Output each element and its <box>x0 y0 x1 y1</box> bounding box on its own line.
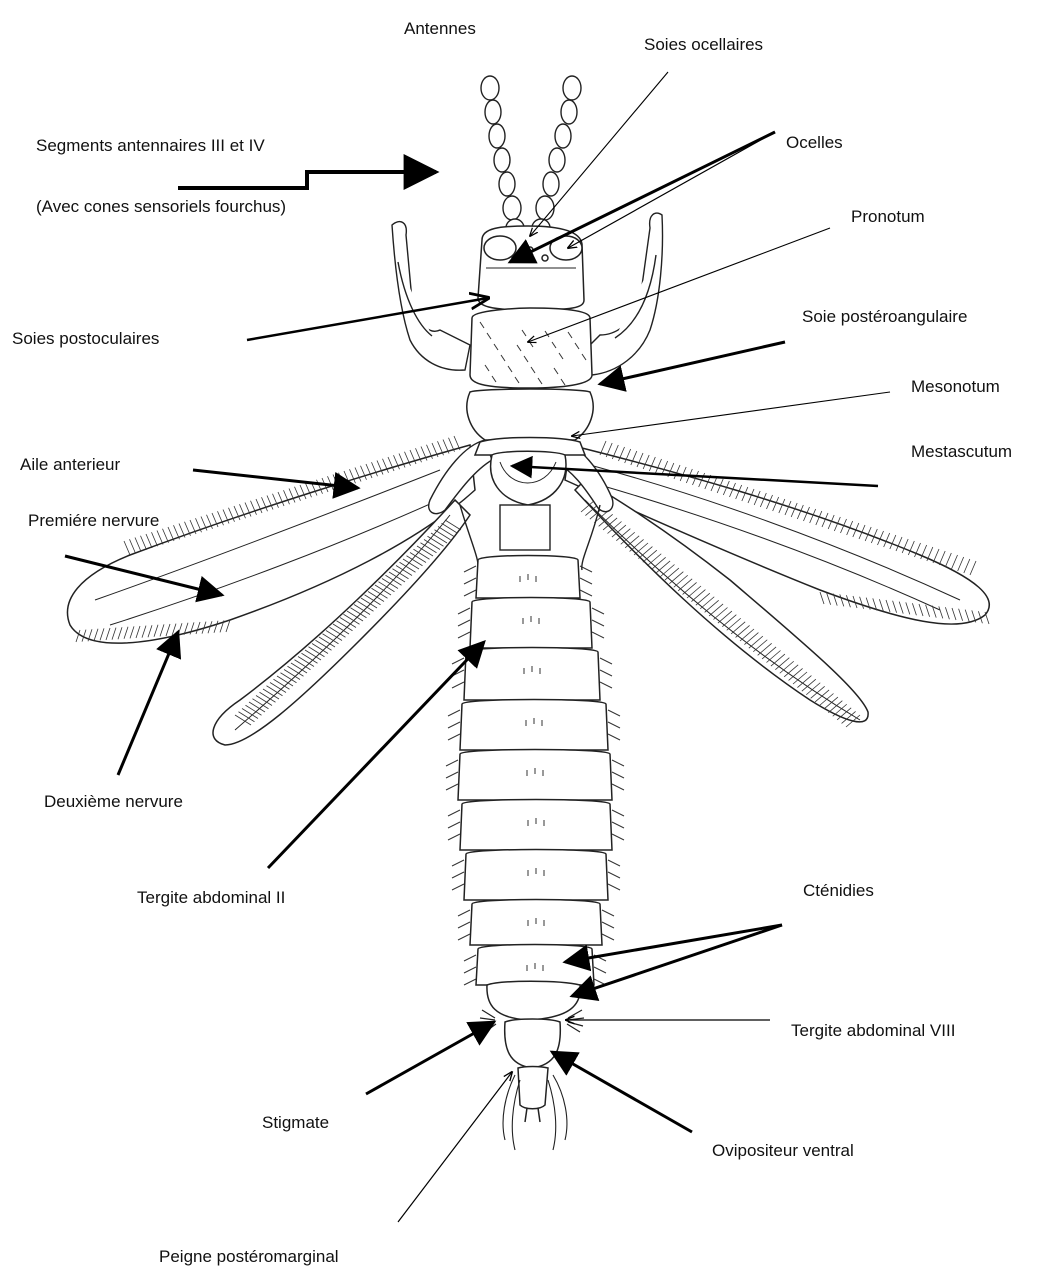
leader-ocelles-2 <box>568 132 775 248</box>
label-mesonotum: Mesonotum <box>911 378 1000 395</box>
label-deuxieme-nervure: Deuxième nervure <box>44 793 183 810</box>
label-pronotum: Pronotum <box>851 208 925 225</box>
label-aile-anterieur: Aile anterieur <box>20 456 120 473</box>
label-tergite-ii: Tergite abdominal II <box>137 889 285 906</box>
antennae <box>481 76 581 237</box>
mesonotum <box>467 389 593 455</box>
label-cones-sensoriels: (Avec cones sensoriels fourchus) <box>36 198 286 215</box>
leader-ovipositeur <box>552 1052 692 1132</box>
label-premiere-nervure: Premiére nervure <box>28 512 159 529</box>
leader-peigne <box>398 1072 512 1222</box>
label-soie-posteroangulaire: Soie postéroangulaire <box>802 308 967 325</box>
label-mestascutum: Mestascutum <box>911 443 1012 460</box>
label-peigne-posteromarginal: Peigne postéromarginal <box>159 1248 339 1265</box>
leader-deuxieme-nervure <box>118 632 178 775</box>
pronotum <box>470 308 592 388</box>
label-soies-ocellaires: Soies ocellaires <box>644 36 763 53</box>
leader-segments-antennaires <box>178 172 436 188</box>
label-ovipositeur-ventral: Ovipositeur ventral <box>712 1142 854 1159</box>
label-soies-postoculaires: Soies postoculaires <box>12 330 159 347</box>
leader-mesonotum <box>572 392 890 436</box>
label-stigmate: Stigmate <box>262 1114 329 1131</box>
label-segments-antennaires: Segments antennaires III et IV <box>36 137 265 154</box>
leader-stigmate <box>366 1022 494 1094</box>
leader-aile-anterieur <box>193 470 358 488</box>
label-antennes: Antennes <box>404 20 476 37</box>
leader-soies-postoculaires <box>247 298 488 340</box>
label-ocelles: Ocelles <box>786 134 843 151</box>
label-ctenidies: Cténidies <box>803 882 874 899</box>
leader-ctenidies-2 <box>572 925 782 996</box>
terminal-segments <box>487 981 580 1122</box>
metascutum <box>491 451 566 505</box>
label-tergite-viii: Tergite abdominal VIII <box>791 1022 955 1039</box>
head <box>478 226 584 310</box>
